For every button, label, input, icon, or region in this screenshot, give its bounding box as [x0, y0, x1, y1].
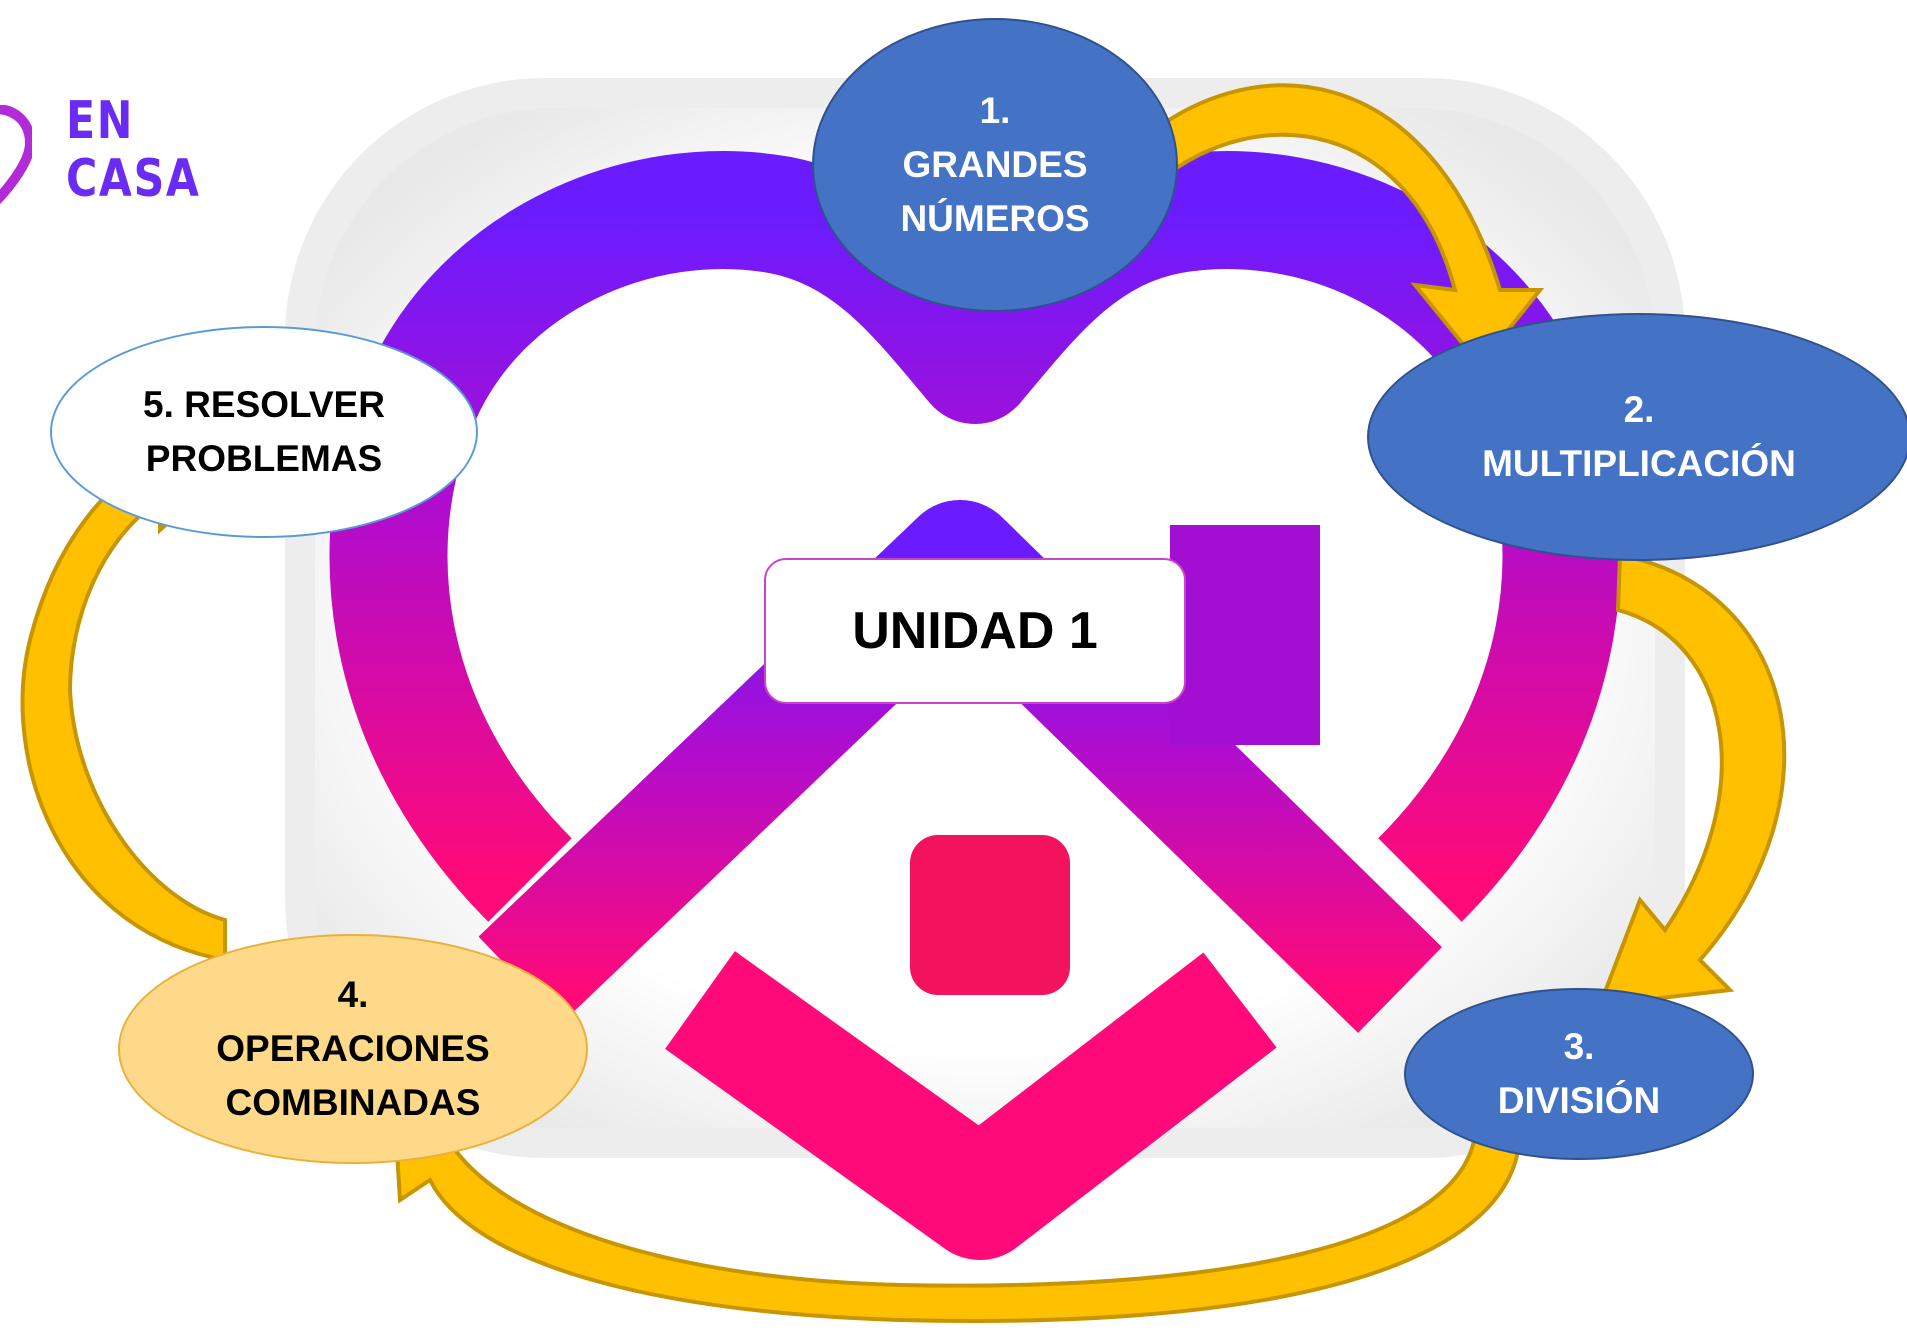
step-1-node: 1. GRANDES NÚMEROS — [812, 18, 1178, 312]
brand-text-line2: CASA — [66, 149, 201, 209]
step-4-label: OPERACIONES — [216, 1028, 490, 1069]
step-3-number: 3. — [1563, 1026, 1595, 1067]
step-4-number: 4. — [337, 974, 369, 1015]
step-1-label: GRANDES — [902, 144, 1088, 185]
brand-logo: EN CASA — [0, 91, 199, 225]
unit-title-box: UNIDAD 1 — [764, 558, 1186, 704]
step-3-label: DIVISIÓN — [1497, 1080, 1661, 1121]
location-pin-icon — [0, 105, 32, 205]
brand-text-line1: EN — [66, 91, 135, 151]
step-1-number: 1. — [979, 90, 1011, 131]
step-5-node: 5. RESOLVER PROBLEMAS — [50, 326, 478, 538]
step-3-node: 3. DIVISIÓN — [1404, 988, 1754, 1160]
step-1-label-2: NÚMEROS — [900, 198, 1090, 239]
curved-arrow-icon — [1127, 83, 1545, 369]
cycle-arrows — [20, 83, 1787, 1323]
curved-arrow-icon — [1596, 552, 1787, 1008]
step-5-number: 5. RESOLVER — [143, 384, 385, 425]
step-4-label-2: COMBINADAS — [225, 1082, 481, 1123]
step-2-number: 2. — [1623, 389, 1655, 430]
step-4-node: 4. OPERACIONES COMBINADAS — [118, 934, 588, 1164]
step-5-label: PROBLEMAS — [145, 438, 383, 479]
step-2-label: MULTIPLICACIÓN — [1482, 443, 1796, 484]
step-2-node: 2. MULTIPLICACIÓN — [1367, 313, 1907, 561]
unit-title: UNIDAD 1 — [852, 602, 1098, 660]
